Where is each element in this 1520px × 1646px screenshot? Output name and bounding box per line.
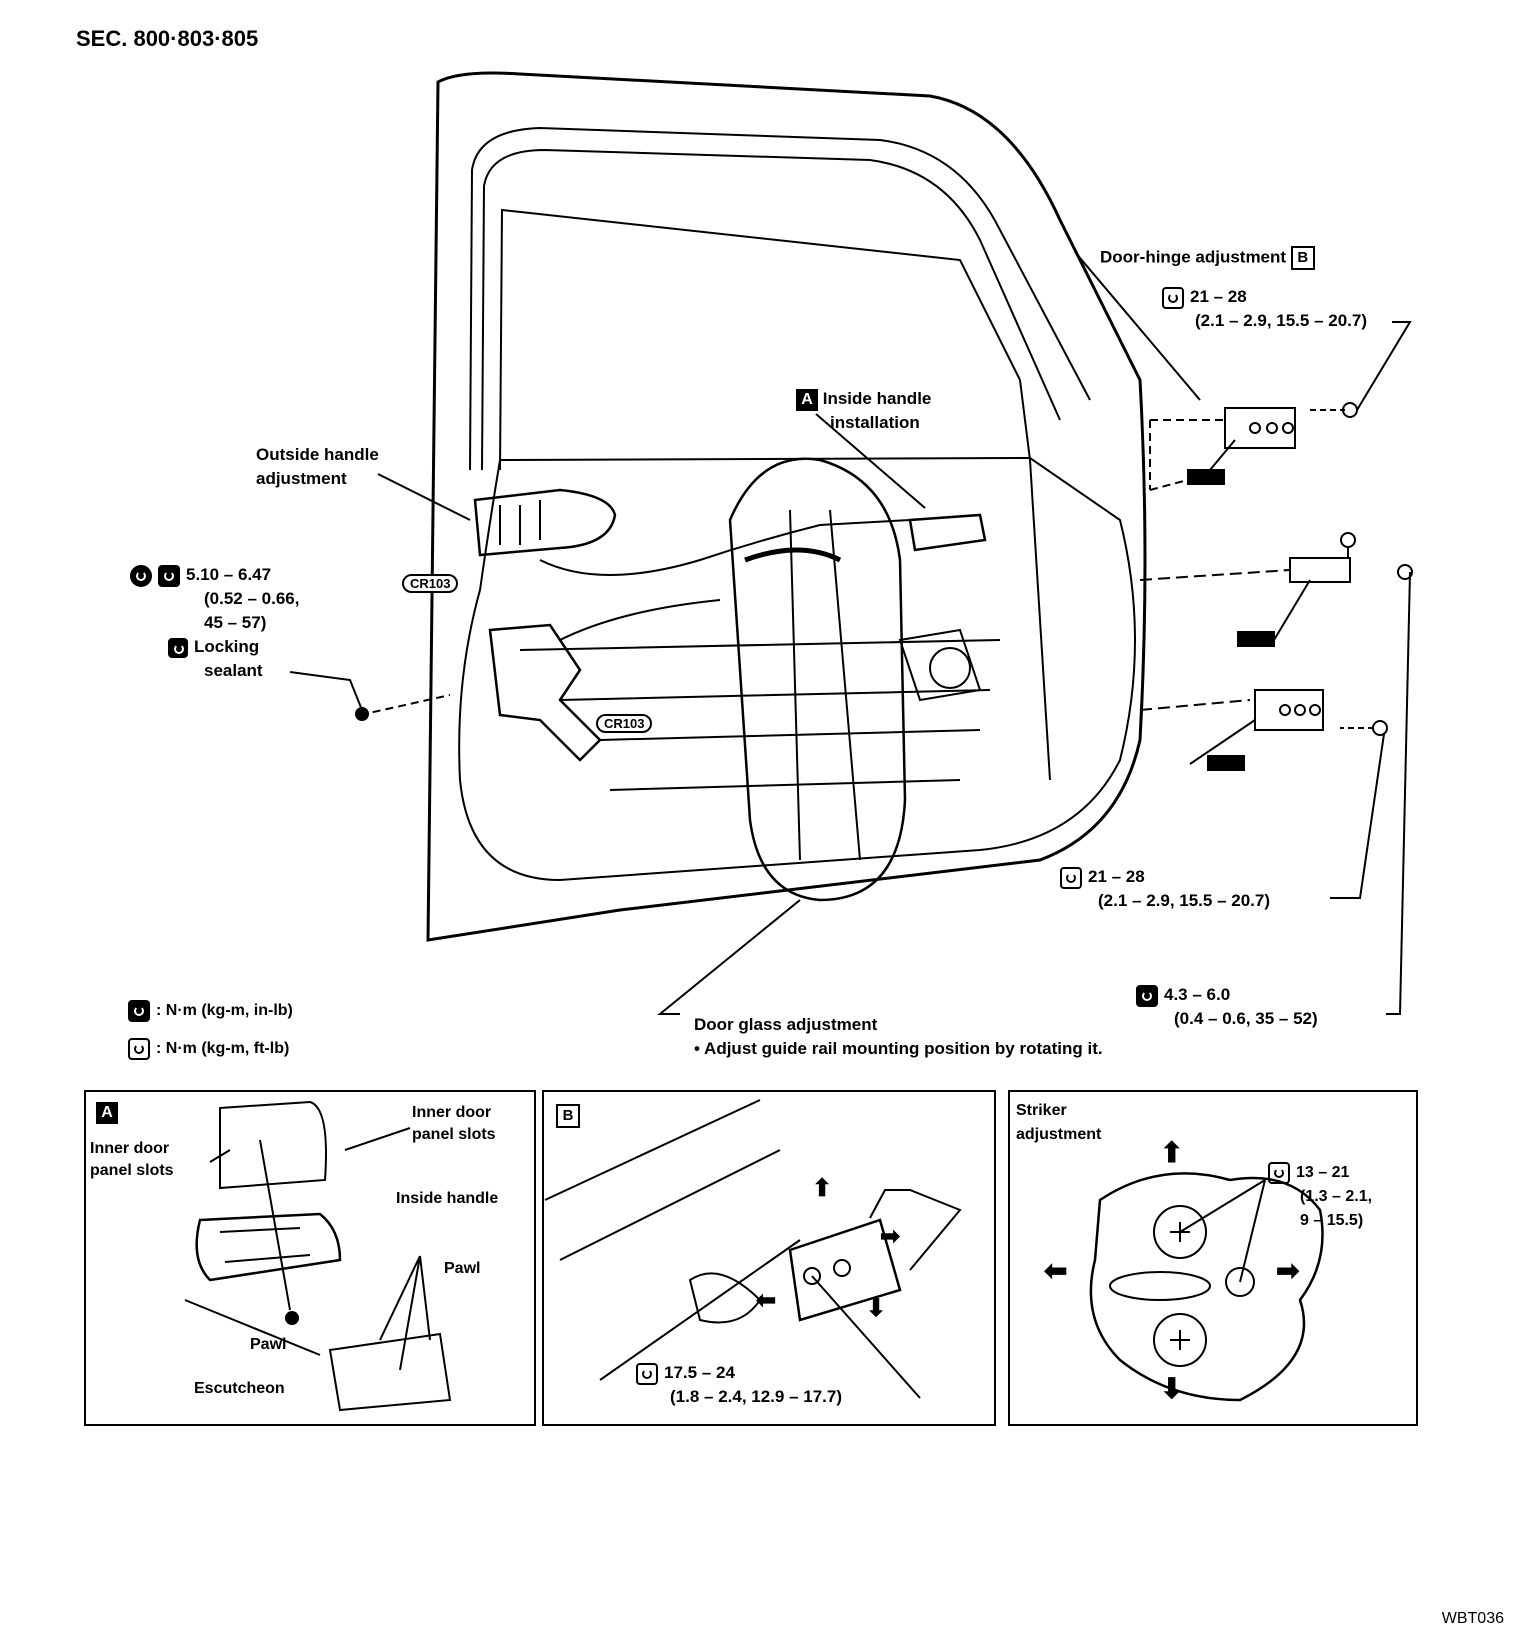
torque-range: 21 – 28 — [1190, 287, 1247, 306]
replace-part-icon — [130, 564, 152, 587]
panel-a — [84, 1090, 536, 1426]
check-link-torque: 4.3 – 6.0 — [1136, 984, 1230, 1007]
panel-a-slots-left-1: Inner door — [90, 1140, 170, 1157]
outside-handle-line2: adjustment — [256, 469, 347, 488]
arrow-left-icon: ⬅ — [1044, 1255, 1068, 1286]
inside-handle-line1: Inside handle — [822, 389, 932, 408]
door-glass-note: • Adjust guide rail mounting position by… — [694, 1039, 1103, 1058]
panel-a-inside-handle: Inside handle — [396, 1190, 499, 1207]
striker-title-2: adjustment — [1016, 1126, 1102, 1143]
sealant-line1: Locking — [194, 637, 260, 656]
sealant-icon — [168, 637, 188, 658]
hinge-adjustment-text: Door-hinge adjustment — [1100, 247, 1287, 267]
outside-handle-line1: Outside handle — [256, 445, 379, 464]
legend-inlb-text: : N·m (kg-m, in-lb) — [156, 1002, 293, 1020]
inside-handle-installation-label: A Inside handle — [796, 388, 931, 411]
torque-inlb-icon — [158, 564, 180, 587]
hinge-torque-upper: 21 – 28 — [1162, 286, 1247, 309]
hinge-lower-range: 21 – 28 — [1088, 867, 1145, 886]
panel-striker — [1008, 1090, 1418, 1426]
panel-a-pawl-left: Pawl — [250, 1336, 287, 1353]
connector-cr103-upper: CR103 — [402, 574, 459, 593]
panel-a-slots-right-1: Inner door — [412, 1104, 492, 1121]
panel-b-detail: (1.8 – 2.4, 12.9 – 17.7) — [670, 1387, 843, 1406]
check-link-detail: (0.4 – 0.6, 35 – 52) — [1174, 1009, 1318, 1028]
locking-sealant-label: Locking — [168, 636, 259, 658]
callout-tag-a: A — [796, 388, 818, 411]
striker-line3: 9 – 15.5) — [1300, 1212, 1364, 1229]
lock-torque-line3: 45 – 57) — [204, 613, 267, 632]
sealant-line2: sealant — [204, 661, 263, 680]
door-glass-title: Door glass adjustment — [694, 1015, 878, 1034]
callout-tag-b: B — [1290, 246, 1315, 270]
panel-a-pawl-top: Pawl — [444, 1260, 481, 1277]
arrow-left-icon: ⬅ — [756, 1287, 777, 1314]
arrow-up-icon: ⬆ — [1160, 1137, 1184, 1168]
inside-handle-line2: installation — [830, 413, 920, 432]
hinge-adjustment-label: Door-hinge adjustment B — [1100, 246, 1315, 270]
striker-torque: 13 – 21 — [1268, 1162, 1349, 1184]
legend-inlb: : N·m (kg-m, in-lb) — [128, 1000, 293, 1022]
panel-a-tag: A — [96, 1102, 118, 1124]
section-title: SEC. 800·803·805 — [76, 26, 259, 51]
striker-title-1: Striker — [1016, 1102, 1067, 1119]
check-link-range: 4.3 – 6.0 — [1164, 985, 1231, 1004]
legend-ftlb-text: : N·m (kg-m, ft-lb) — [156, 1040, 290, 1058]
connector-cr103-lower: CR103 — [596, 714, 653, 733]
torque-ftlb-icon — [1060, 866, 1082, 889]
panel-b-tag: B — [556, 1104, 580, 1128]
lock-torque-range: 5.10 – 6.47 — [186, 565, 272, 584]
torque-ftlb-icon — [636, 1362, 658, 1385]
arrow-right-icon: ➡ — [880, 1223, 901, 1250]
torque-ftlb-icon — [128, 1038, 150, 1060]
hinge-torque-lower: 21 – 28 — [1060, 866, 1145, 889]
arrow-down-icon: ⬇ — [866, 1295, 887, 1322]
torque-ftlb-icon — [1268, 1162, 1290, 1184]
panel-b-torque: 17.5 – 24 — [636, 1362, 735, 1385]
hinge-torque-upper-detail: (2.1 – 2.9, 15.5 – 20.7) — [1195, 311, 1368, 330]
striker-line2: (1.3 – 2.1, — [1300, 1188, 1373, 1205]
lock-torque-label: 5.10 – 6.47 — [130, 564, 271, 587]
lock-torque-line2: (0.52 – 0.66, — [204, 589, 300, 608]
panel-a-slots-left-2: panel slots — [90, 1162, 174, 1179]
panel-a-slots-right-2: panel slots — [412, 1126, 496, 1143]
hinge-torque-lower-detail: (2.1 – 2.9, 15.5 – 20.7) — [1098, 891, 1271, 910]
torque-inlb-icon — [128, 1000, 150, 1022]
figure-code: WBT036 — [1441, 1610, 1504, 1627]
arrow-up-icon: ⬆ — [812, 1175, 833, 1202]
arrow-down-icon: ⬇ — [1160, 1373, 1184, 1404]
striker-range: 13 – 21 — [1296, 1164, 1350, 1182]
panel-a-escutcheon: Escutcheon — [194, 1380, 285, 1397]
panel-b-range: 17.5 – 24 — [664, 1363, 735, 1382]
torque-inlb-icon — [1136, 984, 1158, 1007]
torque-ftlb-icon — [1162, 286, 1184, 309]
panel-b — [542, 1090, 996, 1426]
legend-ftlb: : N·m (kg-m, ft-lb) — [128, 1038, 289, 1060]
arrow-right-icon: ➡ — [1276, 1255, 1300, 1286]
